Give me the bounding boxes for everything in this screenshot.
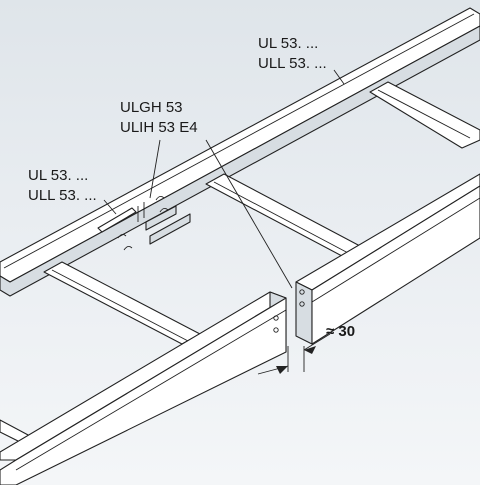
label-left-line1: UL 53. ... [28,167,89,184]
label-top-right-line2: ULL 53. ... [258,55,327,72]
label-left-line2: ULL 53. ... [28,187,97,204]
label-connector-line1: ULGH 53 [120,99,183,116]
leader-lines [103,69,345,289]
rung-2 [205,173,361,263]
front-rail-right [295,173,480,345]
label-top-right-line1: UL 53. ... [258,35,319,52]
connector-plates [117,195,191,251]
front-rail-left [0,291,287,485]
back-side-rail [0,7,480,297]
label-left: UL 53. ... ULL 53. ... [28,166,97,206]
dimension-marker [257,333,331,375]
rung-1 [43,261,201,351]
label-connector: ULGH 53 ULIH 53 E4 [120,98,198,138]
dimension-label: ≈ 30 [326,323,356,340]
label-top-right: UL 53. ... ULL 53. ... [258,34,327,74]
back-rail-joint [97,202,145,233]
rung-3 [369,81,480,149]
label-connector-line2: ULIH 53 E4 [120,119,198,136]
